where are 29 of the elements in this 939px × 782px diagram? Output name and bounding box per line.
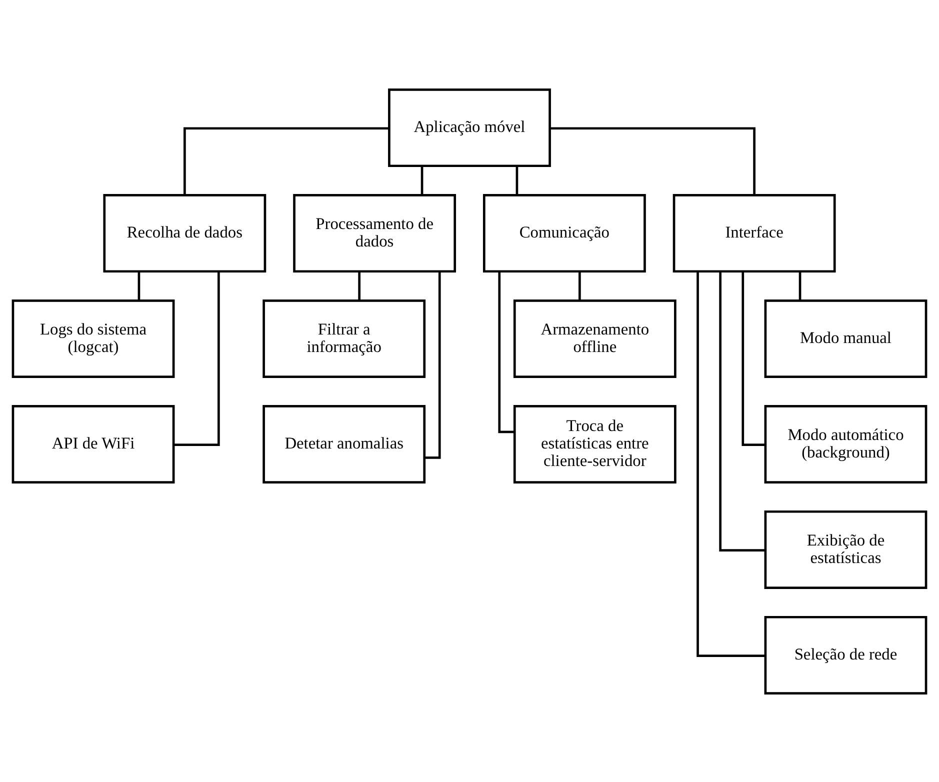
- node-box: Comunicação: [482, 194, 646, 272]
- node-box: Armazenamento offline: [513, 299, 676, 378]
- node-box: API de WiFi: [12, 404, 175, 483]
- connector: [798, 271, 802, 300]
- node-box: Interface: [672, 194, 836, 272]
- node-box: Filtrar a informação: [262, 299, 426, 378]
- connector: [719, 271, 766, 551]
- node-box: Modo automático (background): [764, 404, 928, 483]
- connector: [498, 271, 514, 433]
- node-box: Modo manual: [764, 299, 928, 378]
- connector: [696, 271, 766, 656]
- node-box: Recolha de dados: [103, 194, 266, 272]
- connector: [516, 166, 518, 195]
- connector: [138, 271, 140, 300]
- node-box: Processamento de dados: [293, 194, 456, 272]
- connector: [358, 271, 360, 300]
- node-box: Exibição de estatísticas: [764, 510, 928, 588]
- node-box: Aplicação móvel: [388, 88, 551, 167]
- connector: [424, 271, 441, 458]
- node-box: Seleção de rede: [764, 615, 928, 694]
- node-box: Troca de estatísticas entre cliente-servidor: [513, 404, 676, 483]
- connector: [420, 166, 424, 195]
- connector: [174, 271, 220, 446]
- node-box: Logs do sistema (logcat): [12, 299, 175, 378]
- connector: [742, 271, 766, 446]
- connector: [184, 126, 390, 195]
- connector: [550, 126, 756, 195]
- connector: [578, 271, 581, 300]
- node-box: Detetar anomalias: [262, 404, 426, 483]
